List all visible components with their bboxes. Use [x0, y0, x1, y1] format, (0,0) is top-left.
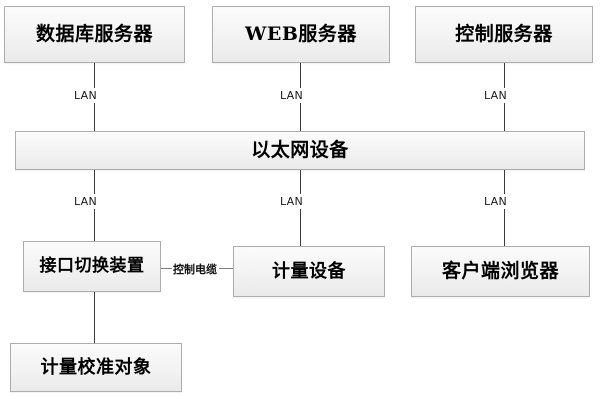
node-metering-device[interactable]: 计量设备: [233, 246, 385, 297]
node-interface-switch-label: 接口切换装置: [39, 256, 145, 277]
node-db-server[interactable]: 数据库服务器: [4, 6, 185, 63]
node-client-browser[interactable]: 客户端浏览器: [411, 246, 590, 297]
node-metering-device-label: 计量设备: [272, 260, 346, 282]
lan-label-client-browser: LAN: [482, 194, 510, 209]
connector-control-cable-left: [161, 268, 175, 269]
node-calibration-object[interactable]: 计量校准对象: [10, 343, 182, 392]
node-web-server-label: WEB服务器: [245, 23, 357, 46]
node-control-server-label: 控制服务器: [455, 23, 553, 46]
node-ethernet-device-label: 以太网设备: [251, 139, 349, 162]
lan-label-web: LAN: [278, 88, 306, 103]
node-web-server[interactable]: WEB服务器: [212, 6, 390, 63]
node-calibration-object-label: 计量校准对象: [40, 356, 152, 378]
node-ethernet-device[interactable]: 以太网设备: [15, 131, 585, 170]
node-client-browser-label: 客户端浏览器: [441, 260, 559, 283]
lan-label-interface-switch: LAN: [72, 194, 100, 209]
lan-label-db: LAN: [72, 88, 100, 103]
node-control-server[interactable]: 控制服务器: [415, 6, 593, 63]
lan-label-metering: LAN: [278, 194, 306, 209]
lan-label-control: LAN: [482, 88, 510, 103]
connector-control-cable-right: [219, 268, 233, 269]
node-interface-switch[interactable]: 接口切换装置: [23, 241, 161, 292]
connector-interface-switch-to-calibration-object: [94, 291, 95, 343]
control-cable-label: 控制电缆: [172, 261, 218, 277]
node-db-server-label: 数据库服务器: [35, 23, 153, 46]
